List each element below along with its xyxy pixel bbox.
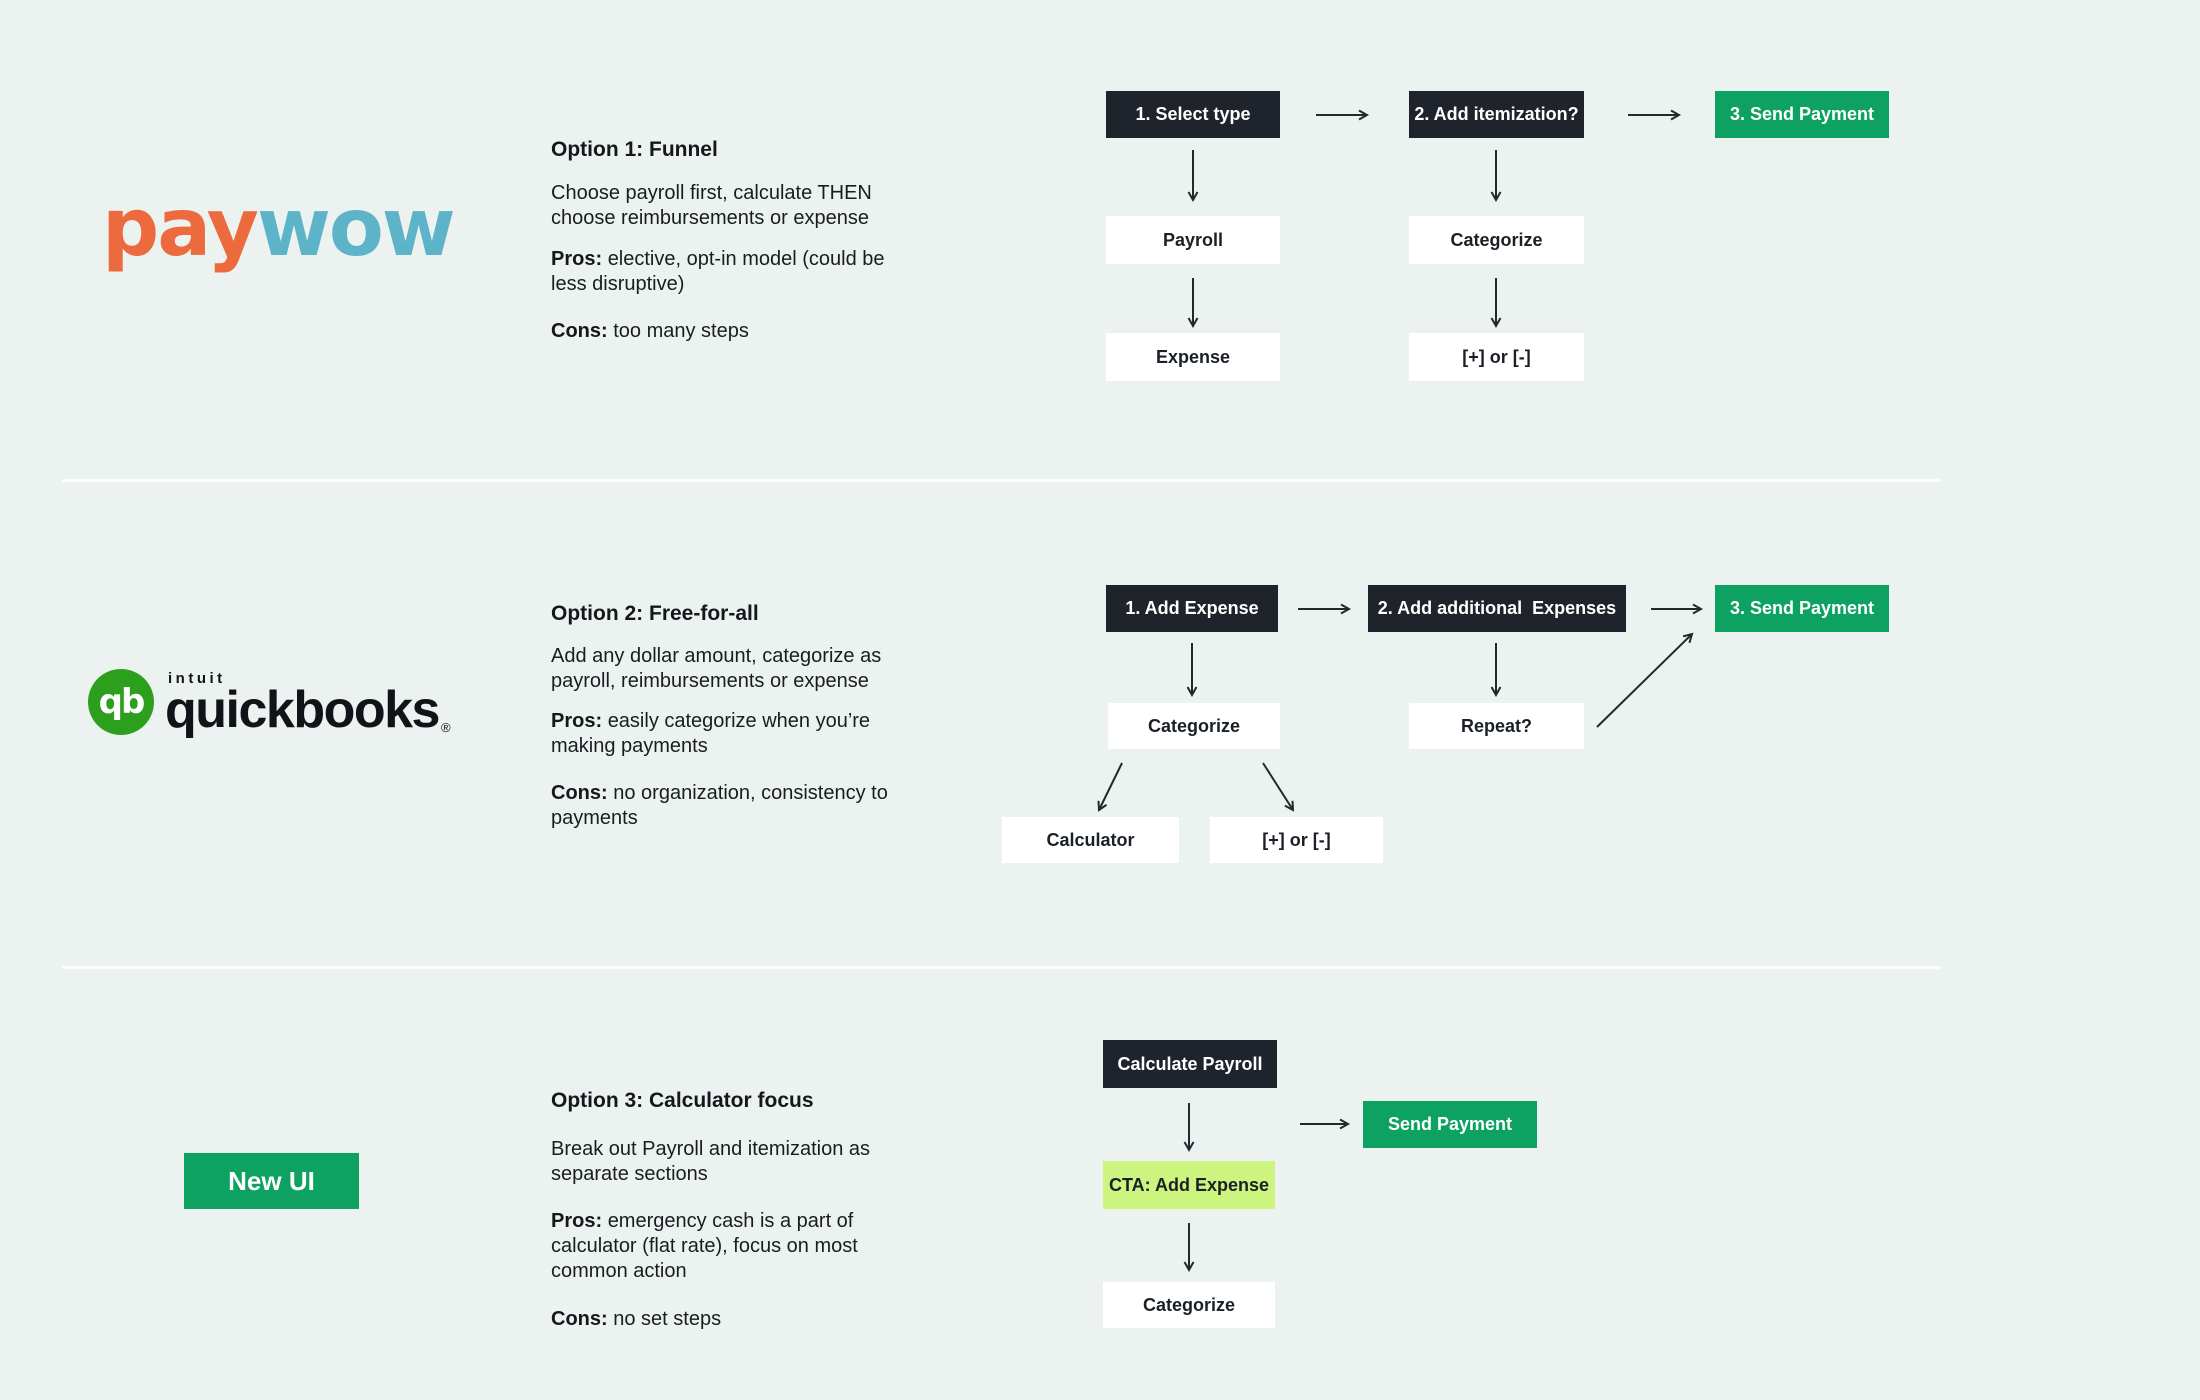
cons-label: Cons:	[551, 782, 608, 804]
cons-label: Cons:	[551, 1308, 608, 1330]
flow1-step2-box: 2. Add itemization?	[1409, 91, 1584, 138]
option2-title: Option 2: Free-for-all	[551, 602, 759, 625]
flow3-cta-box: CTA: Add Expense	[1103, 1161, 1275, 1209]
option2-cons: Cons: no organization, consistency to pa…	[551, 781, 971, 831]
pros-text: emergency cash is a part of calculator (…	[551, 1210, 858, 1282]
option1-description: Choose payroll first, calculate THEN cho…	[551, 182, 872, 229]
quickbooks-wordmark: intuit quickbooks®	[165, 669, 451, 739]
flow3-calculate-payroll-box: Calculate Payroll	[1103, 1040, 1277, 1088]
option1-cons: Cons: too many steps	[551, 319, 971, 344]
flow2-step3-box: 3. Send Payment	[1715, 585, 1889, 632]
flow2-itemize-box: [+] or [-]	[1210, 817, 1383, 863]
option3-title: Option 3: Calculator focus	[551, 1089, 814, 1112]
quickbooks-label: quickbooks	[165, 680, 440, 739]
paywow-logo-wow: wow	[256, 181, 456, 274]
pros-label: Pros:	[551, 248, 603, 270]
pros-label: Pros:	[551, 710, 603, 732]
section-divider	[62, 479, 1941, 482]
flow1-expense-box: Expense	[1106, 333, 1280, 381]
flow1-categorize-box: Categorize	[1409, 216, 1584, 264]
flow1-step3-box: 3. Send Payment	[1715, 91, 1889, 138]
flow1-step1-box: 1. Select type	[1106, 91, 1280, 138]
flow1-payroll-box: Payroll	[1106, 216, 1280, 264]
paywow-logo: paywow	[102, 188, 456, 268]
new-ui-badge: New UI	[184, 1153, 359, 1209]
pros-text: easily categorize when you’re making pay…	[551, 710, 871, 757]
option3-description: Break out Payroll and itemization as sep…	[551, 1138, 871, 1185]
pros-text: elective, opt-in model (could be less di…	[551, 248, 885, 295]
cons-text: too many steps	[613, 320, 749, 342]
flow2-step2-box: 2. Add additional Expenses	[1368, 585, 1626, 632]
paywow-logo-pay: pay	[102, 181, 259, 274]
flow3-send-payment-box: Send Payment	[1363, 1101, 1537, 1148]
flow2-repeat-box: Repeat?	[1409, 703, 1584, 749]
flow2-step1-box: 1. Add Expense	[1106, 585, 1278, 632]
arrow-diagonal-icon	[1596, 632, 1694, 728]
option1-title: Option 1: Funnel	[551, 138, 718, 161]
arrow-diagonal-icon	[1262, 762, 1295, 812]
pros-label: Pros:	[551, 1210, 603, 1232]
flow2-categorize-box: Categorize	[1108, 703, 1280, 749]
intuit-label: intuit	[168, 669, 226, 687]
option2-description: Add any dollar amount, categorize as pay…	[551, 645, 882, 692]
registered-mark: ®	[440, 720, 451, 736]
option2-pros: Pros: easily categorize when you’re maki…	[551, 709, 971, 759]
flow1-itemize-box: [+] or [-]	[1409, 333, 1584, 381]
flow3-categorize-box: Categorize	[1103, 1282, 1275, 1328]
option3-pros: Pros: emergency cash is a part of calcul…	[551, 1209, 971, 1284]
quickbooks-badge-icon: qb	[88, 669, 154, 735]
cons-label: Cons:	[551, 320, 608, 342]
section-divider	[62, 966, 1941, 969]
cons-text: no organization, consistency to payments	[551, 782, 888, 829]
cons-text: no set steps	[613, 1308, 722, 1330]
option3-cons: Cons: no set steps	[551, 1307, 971, 1332]
quickbooks-logo: qb intuit quickbooks®	[88, 669, 451, 735]
option1-pros: Pros: elective, opt-in model (could be l…	[551, 247, 971, 297]
flow2-calculator-box: Calculator	[1002, 817, 1179, 863]
arrow-diagonal-icon	[1097, 762, 1123, 812]
